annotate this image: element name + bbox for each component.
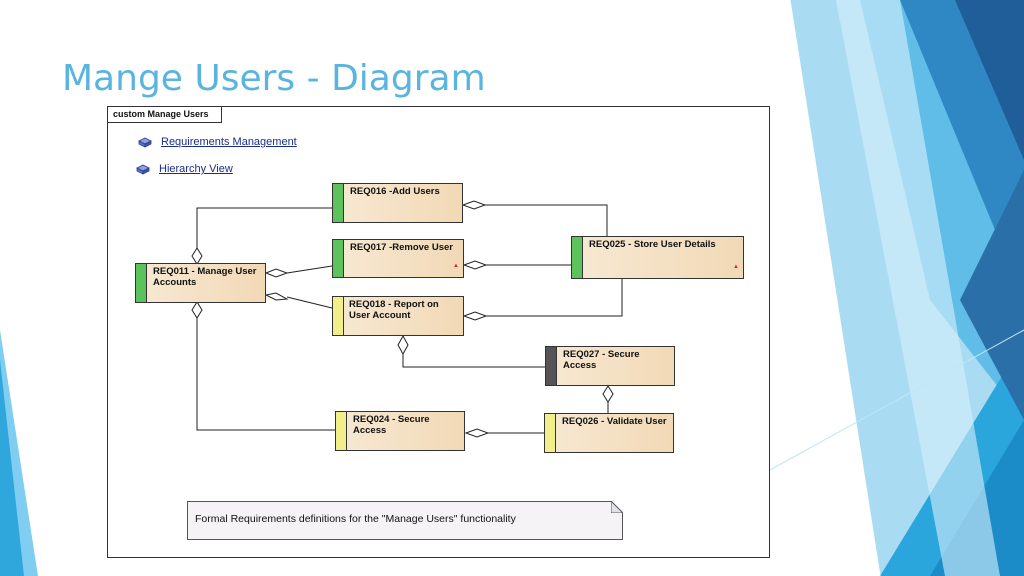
requirement-req011[interactable]: REQ011 - Manage User Accounts — [135, 263, 266, 303]
requirement-req027[interactable]: REQ027 - Secure Access — [545, 346, 675, 386]
status-bar — [572, 237, 583, 278]
requirement-req017[interactable]: REQ017 -Remove User ▲ — [332, 239, 464, 278]
status-bar — [333, 297, 344, 335]
requirement-label: REQ018 - Report on User Account — [349, 299, 439, 321]
link-label[interactable]: Hierarchy View — [159, 163, 233, 175]
requirement-req018[interactable]: REQ018 - Report on User Account — [332, 296, 464, 336]
warning-icon: ▲ — [453, 263, 459, 269]
package-icon — [137, 137, 152, 148]
diagram-frame-label: custom Manage Users — [108, 107, 222, 123]
status-bar — [336, 412, 347, 450]
diagram-note[interactable]: Formal Requirements definitions for the … — [187, 501, 623, 540]
status-bar — [333, 240, 344, 277]
requirement-label: REQ017 -Remove User — [350, 242, 453, 253]
requirement-req026[interactable]: REQ026 - Validate User — [544, 413, 674, 453]
package-icon — [135, 164, 150, 175]
requirement-req024[interactable]: REQ024 - Secure Access — [335, 411, 465, 451]
warning-icon: ▲ — [733, 264, 739, 270]
requirement-req025[interactable]: REQ025 - Store User Details ▲ — [571, 236, 744, 279]
requirement-req016[interactable]: REQ016 -Add Users — [332, 183, 463, 223]
status-bar — [136, 264, 147, 302]
status-bar — [333, 184, 344, 222]
status-bar — [546, 347, 557, 385]
requirement-label: REQ024 - Secure Access — [353, 414, 430, 436]
requirement-label: REQ011 - Manage User Accounts — [153, 266, 257, 288]
link-label[interactable]: Requirements Management — [161, 136, 297, 148]
slide-title: Mange Users - Diagram — [62, 58, 486, 99]
requirement-label: REQ026 - Validate User — [562, 416, 667, 427]
requirement-label: REQ016 -Add Users — [350, 186, 440, 197]
requirement-label: REQ027 - Secure Access — [563, 349, 640, 371]
requirement-label: REQ025 - Store User Details — [589, 239, 716, 250]
link-requirements-management[interactable]: Requirements Management — [137, 136, 297, 148]
note-text: Formal Requirements definitions for the … — [195, 513, 516, 525]
note-corner-fold — [611, 501, 623, 513]
link-hierarchy-view[interactable]: Hierarchy View — [135, 163, 233, 175]
status-bar — [545, 414, 556, 452]
